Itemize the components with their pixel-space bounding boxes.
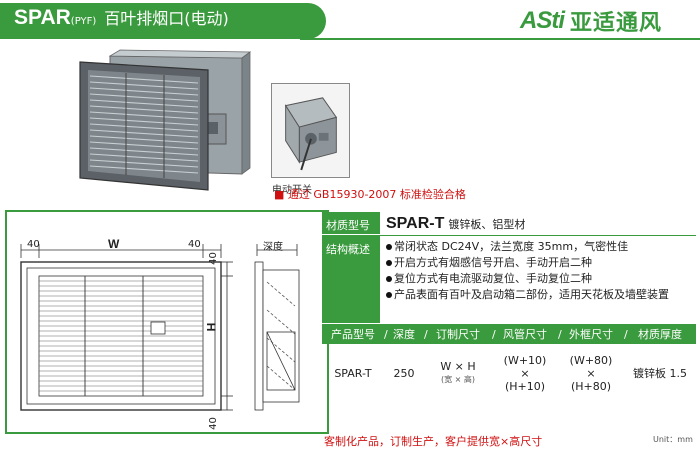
spec-row-structure: 结构概述 常闭状态 DC24V，法兰宽度 35mm，气密性佳 开启方式有烟感信号… xyxy=(322,236,696,324)
custom-size-note: (宽 × 高) xyxy=(440,375,476,384)
col-header: 深度 xyxy=(393,328,415,341)
col-header: 材质厚度 xyxy=(638,328,682,341)
page-title: SPAR(PYF) 百叶排烟口(电动) xyxy=(14,4,229,32)
dim-margin-right: 40 xyxy=(188,239,201,250)
certification-note: ■ 通过 GB15930-2007 标准检验合格 xyxy=(274,188,466,201)
dim-margin-left: 40 xyxy=(27,239,40,250)
material-key: 材质型号 xyxy=(322,212,380,235)
feature-item: 开启方式有烟感信号开启、手动开启二种 xyxy=(386,255,696,271)
switch-label: 电动开关 xyxy=(272,185,312,196)
logo-name: 亚适通风 xyxy=(570,11,663,36)
frame-h: (H+80) xyxy=(570,379,612,393)
frame-w: (W+80) xyxy=(569,353,613,367)
table-header: 产品型号 / 深度 / 订制尺寸 / 风管尺寸 / 外框尺寸 / 材质厚度 xyxy=(322,324,696,344)
col-header: 外框尺寸 xyxy=(569,328,613,341)
header-rule xyxy=(300,38,700,40)
structure-key: 结构概述 xyxy=(322,236,380,324)
dim-height: H xyxy=(204,322,219,332)
structure-features: 常闭状态 DC24V，法兰宽度 35mm，气密性佳 开启方式有烟感信号开启、手动… xyxy=(380,236,696,324)
dim-width: W xyxy=(108,237,120,251)
custom-order-note: 客制化产品，订制生产，客户提供宽×高尺寸 xyxy=(324,435,543,448)
cell-duct-size: (W+10) × (H+10) xyxy=(492,354,558,393)
col-header: 产品型号 xyxy=(331,328,375,341)
logo-mark: ASti xyxy=(520,7,565,34)
dim-margin-bottom: 40 xyxy=(207,417,219,430)
feature-item: 常闭状态 DC24V，法兰宽度 35mm，气密性佳 xyxy=(386,239,696,255)
drawing-slats xyxy=(39,280,203,392)
brand-logo: ASti 亚适通风 xyxy=(520,6,662,36)
dim-margin-top: 40 xyxy=(207,252,219,265)
col-header: 订制尺寸 xyxy=(436,328,480,341)
dim-depth: 深度 xyxy=(263,242,283,253)
table-row: SPAR-T 250 W × H (宽 × 高) (W+10) × (H+10)… xyxy=(322,344,696,402)
unit-label: Unit：mm xyxy=(653,435,693,444)
switch-photo xyxy=(271,83,350,178)
louver-lines xyxy=(89,75,199,174)
feature-item: 复位方式有电流驱动复位、手动复位二种 xyxy=(386,271,696,287)
cell-thickness: 镀锌板 1.5 xyxy=(633,367,687,380)
cell-frame-size: (W+80) × (H+80) xyxy=(558,354,624,393)
model-code: (PYF) xyxy=(70,16,97,27)
cell-model: SPAR-T xyxy=(334,366,372,380)
header-banner xyxy=(0,3,326,39)
model-name: SPAR xyxy=(14,6,71,29)
material-desc: 镀锌板、铝型材 xyxy=(448,218,526,231)
col-header: 风管尺寸 xyxy=(503,328,547,341)
cell-depth: 250 xyxy=(393,366,415,380)
product-image xyxy=(79,49,252,191)
frame-times: × xyxy=(586,366,596,380)
duct-h: (H+10) xyxy=(504,379,546,393)
dimension-drawing xyxy=(20,244,300,411)
duct-w: (W+10) xyxy=(503,353,547,367)
cell-custom-size: W × H (宽 × 高) xyxy=(424,360,492,386)
feature-item: 产品表面有百叶及启动箱二部份，适用天花板及墙壁装置 xyxy=(386,287,696,303)
custom-size-value: W × H xyxy=(440,360,476,373)
product-title: 百叶排烟口(电动) xyxy=(104,9,229,28)
duct-times: × xyxy=(520,366,530,380)
product-table: 产品型号 / 深度 / 订制尺寸 / 风管尺寸 / 外框尺寸 / 材质厚度 SP… xyxy=(322,324,696,402)
material-model: SPAR-T xyxy=(386,215,445,232)
